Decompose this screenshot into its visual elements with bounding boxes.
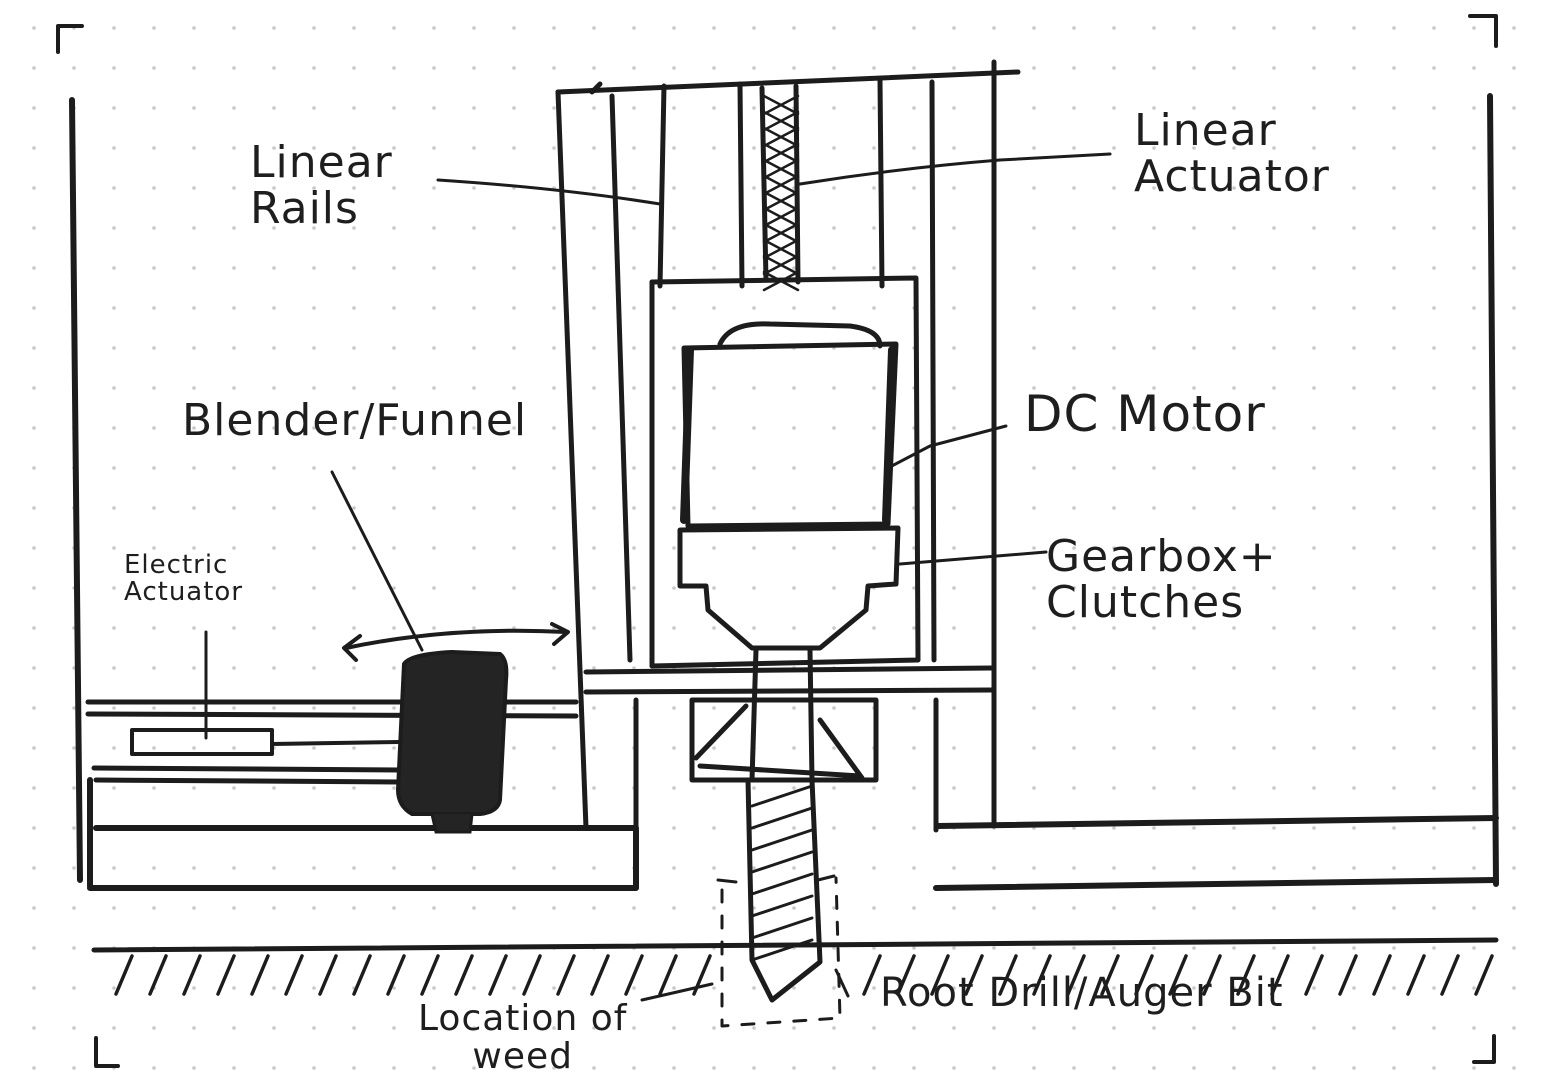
label-blender-funnel: Blender/Funnel — [182, 395, 528, 446]
weed-location-box — [716, 874, 842, 1028]
auger-bit — [745, 777, 823, 1003]
label-linear-actuator: Linear Actuator — [1134, 105, 1330, 203]
dc-motor — [680, 321, 899, 529]
label-root-drill: Root Drill/Auger Bit — [880, 970, 1284, 1016]
frame-structure — [69, 93, 1499, 891]
blender-funnel — [395, 649, 509, 834]
ground-line — [91, 937, 1499, 996]
gearbox-clutches — [677, 525, 901, 651]
movement-arrow — [342, 622, 570, 662]
linear-actuator-screw — [759, 83, 801, 292]
corner-marks — [56, 14, 1498, 1068]
linear-rails — [555, 59, 1021, 831]
electric-actuator — [130, 728, 402, 756]
leader-lines — [204, 152, 1112, 1002]
label-dc-motor: DC Motor — [1024, 385, 1266, 443]
label-weed-location: Location of weed — [418, 998, 628, 1077]
label-electric-actuator: Electric Actuator — [124, 550, 244, 608]
platform-beams — [85, 665, 995, 833]
motor-housing — [649, 275, 921, 669]
bearing-block — [689, 647, 879, 783]
label-gearbox-clutches: Gearbox+ Clutches — [1046, 531, 1277, 629]
label-linear-rails: Linear Rails — [250, 137, 393, 235]
